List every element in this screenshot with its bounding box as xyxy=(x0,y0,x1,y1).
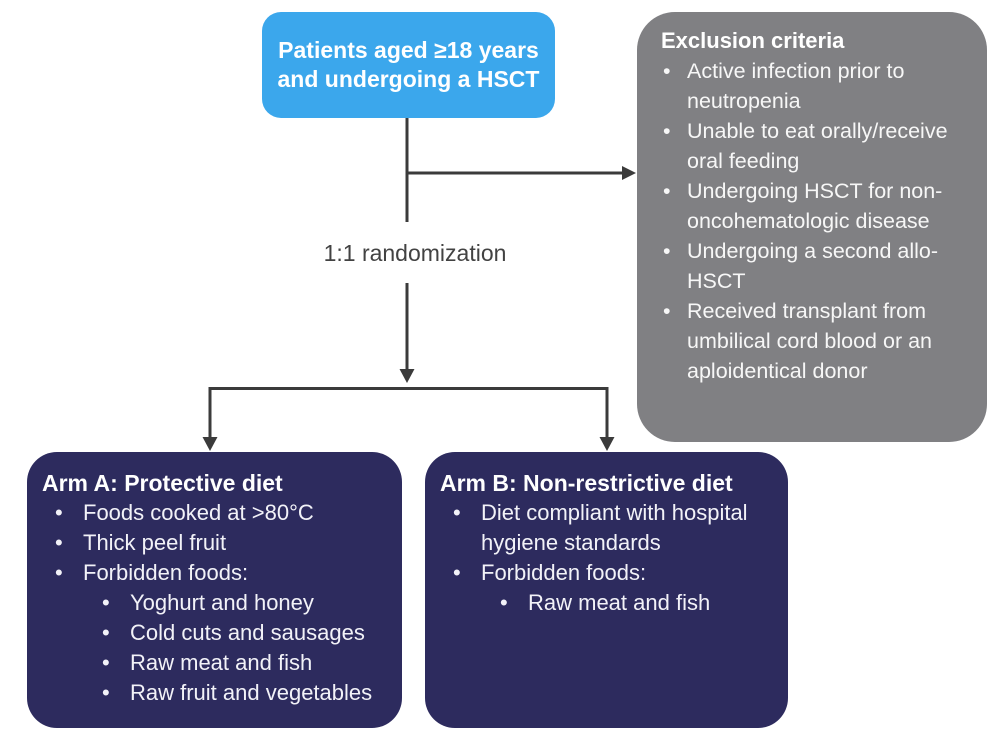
arm-b-list: Diet compliant with hospital hygiene sta… xyxy=(440,498,778,618)
arm-a-title: Arm A: Protective diet xyxy=(42,470,283,496)
arm-a-list: Foods cooked at >80°C Thick peel fruit F… xyxy=(42,498,392,708)
branch-line xyxy=(208,387,609,437)
arm-a-item: Thick peel fruit xyxy=(42,528,392,558)
exclusion-item: Active infection prior to neutropenia xyxy=(661,56,973,116)
arm-a-box: Arm A: Protective diet Foods cooked at >… xyxy=(27,452,402,728)
arm-b-title: Arm B: Non-restrictive diet xyxy=(440,470,733,496)
exclusion-item: Received transplant from umbilical cord … xyxy=(661,296,973,386)
arrowhead-down-arm-a xyxy=(202,437,218,451)
exclusion-item: Undergoing a second allo-HSCT xyxy=(661,236,973,296)
arm-a-forbidden-list: Yoghurt and honey Cold cuts and sausages… xyxy=(83,588,392,708)
arm-b-box: Arm B: Non-restrictive diet Diet complia… xyxy=(425,452,788,728)
arm-a-forbidden-item: Yoghurt and honey xyxy=(83,588,392,618)
arm-a-forbidden-item: Raw fruit and vegetables xyxy=(83,678,392,708)
arm-a-forbidden-item: Cold cuts and sausages xyxy=(83,618,392,648)
randomization-label: 1:1 randomization xyxy=(323,240,507,266)
arm-a-item: Forbidden foods: Yoghurt and honey Cold … xyxy=(42,558,392,708)
arrowhead-right-exclusion xyxy=(622,166,636,180)
arm-a-forbidden-item: Raw meat and fish xyxy=(83,648,392,678)
patients-box-text: Patients aged ≥18 years and undergoing a… xyxy=(277,37,540,92)
arm-b-item: Forbidden foods: Raw meat and fish xyxy=(440,558,778,618)
exclusion-title: Exclusion criteria xyxy=(661,28,845,53)
arm-a-item: Foods cooked at >80°C xyxy=(42,498,392,528)
arm-b-forbidden-item: Raw meat and fish xyxy=(481,588,778,618)
patients-box: Patients aged ≥18 years and undergoing a… xyxy=(262,12,555,118)
exclusion-box: Exclusion criteria Active infection prio… xyxy=(637,12,987,442)
arm-b-forbidden-list: Raw meat and fish xyxy=(481,588,778,618)
exclusion-item: Undergoing HSCT for non-oncohematologic … xyxy=(661,176,973,236)
exclusion-list: Active infection prior to neutropenia Un… xyxy=(661,56,973,386)
arrowhead-down-arm-b xyxy=(599,437,615,451)
arm-b-item: Diet compliant with hospital hygiene sta… xyxy=(440,498,778,558)
exclusion-item: Unable to eat orally/receive oral feedin… xyxy=(661,116,973,176)
arrowhead-down-center xyxy=(399,369,415,383)
